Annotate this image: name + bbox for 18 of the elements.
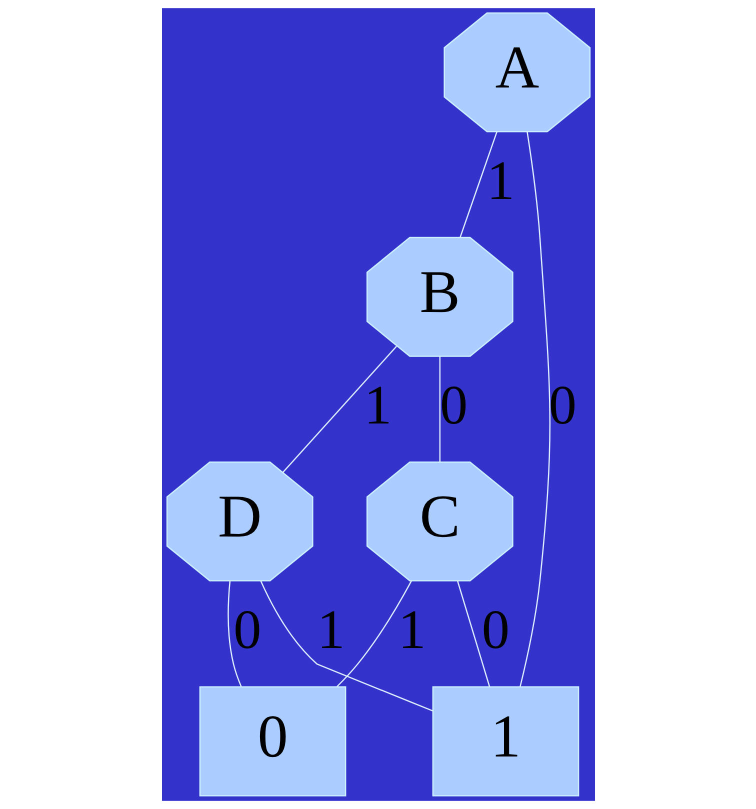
edge-label: 0 [233, 598, 261, 661]
edge-label: 1 [363, 374, 392, 436]
edge-label: 0 [548, 374, 576, 436]
edge-label: 1 [486, 150, 514, 212]
edge-label: 1 [316, 598, 344, 661]
connector [456, 580, 490, 688]
node-box: 0 [198, 686, 346, 796]
edge-label: 0 [481, 598, 510, 661]
connector [519, 131, 550, 687]
edge-label: 0 [439, 374, 468, 436]
connector [458, 132, 497, 238]
connector [282, 346, 396, 473]
connector [260, 580, 432, 712]
node-box: 1 [432, 686, 579, 796]
connector [227, 580, 242, 687]
connector [438, 356, 440, 462]
connector [336, 580, 412, 688]
edge-label: 1 [398, 598, 426, 661]
